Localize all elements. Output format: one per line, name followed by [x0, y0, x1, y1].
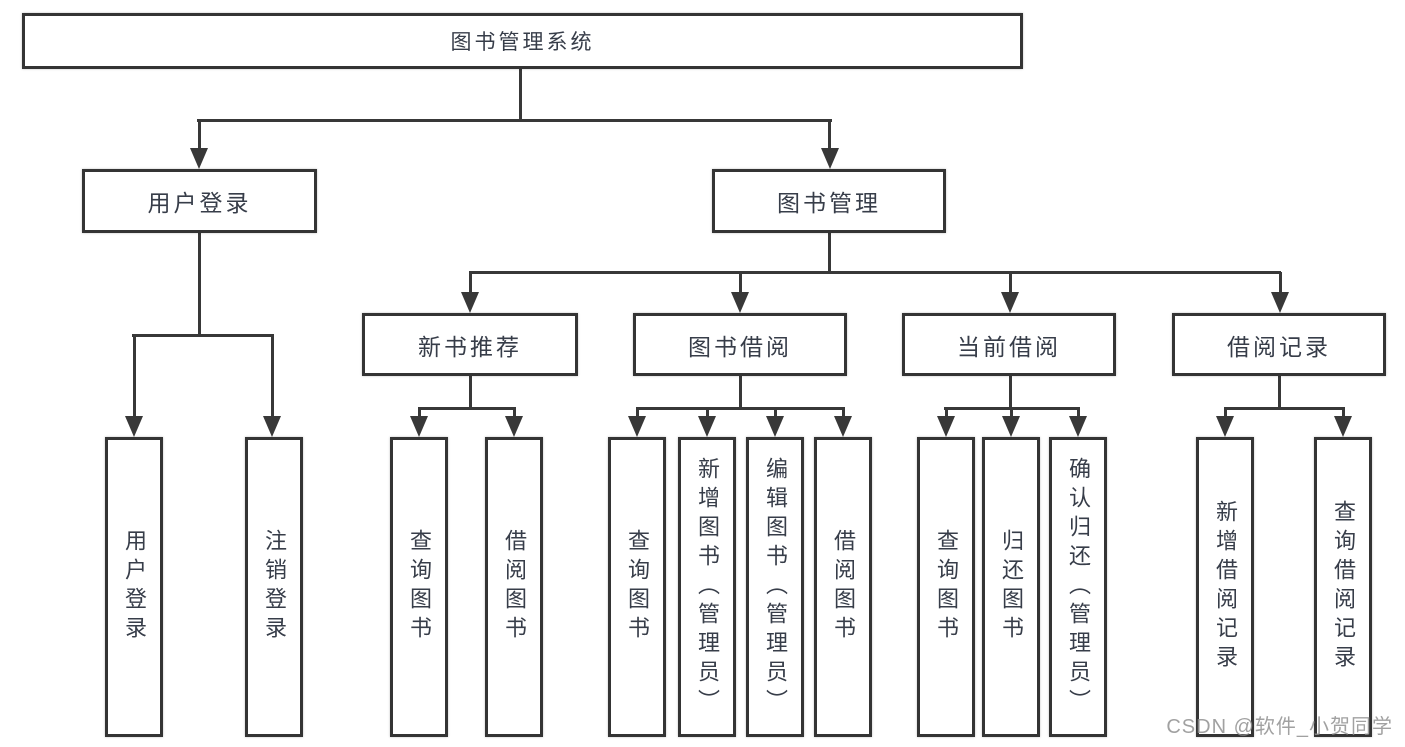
connector-line [828, 119, 831, 151]
arrow-down-icon [125, 416, 143, 437]
arrow-down-icon [190, 148, 208, 169]
watermark-text: CSDN @软件_小贺同学 [1166, 716, 1393, 738]
connector-line [469, 271, 1281, 274]
leaf-search-book-borrowing: 查询图书 [608, 437, 666, 737]
connector-line [132, 334, 274, 337]
leaf-search-book-current: 查询图书 [917, 437, 975, 737]
leaf-user-login: 用户登录 [105, 437, 163, 737]
connector-line [636, 407, 639, 418]
node-current-borrowing: 当前借阅 [902, 313, 1116, 376]
connector-line [706, 407, 709, 418]
arrow-down-icon [1334, 416, 1352, 437]
connector-line [842, 407, 845, 418]
node-borrowing-records: 借阅记录 [1172, 313, 1386, 376]
connector-line [636, 407, 845, 410]
connector-line [828, 233, 831, 273]
node-user-login: 用户登录 [82, 169, 317, 233]
leaf-logout: 注销登录 [245, 437, 303, 737]
connector-line [945, 407, 948, 418]
connector-line [519, 69, 522, 121]
leaf-search-borrow-record: 查询借阅记录 [1314, 437, 1372, 737]
connector-line [469, 376, 472, 409]
leaf-confirm-return-admin: 确认归还（管理员） [1049, 437, 1107, 737]
connector-line [513, 407, 516, 418]
connector-line [1009, 272, 1012, 294]
leaf-borrow-book: 借阅图书 [814, 437, 872, 737]
node-new-book-recommend: 新书推荐 [362, 313, 578, 376]
connector-line [1224, 407, 1344, 410]
arrow-down-icon [628, 416, 646, 437]
arrow-down-icon [834, 416, 852, 437]
connector-line [197, 119, 832, 122]
arrow-down-icon [698, 416, 716, 437]
arrow-down-icon [1069, 416, 1087, 437]
connector-line [774, 407, 777, 418]
connector-line [1009, 376, 1012, 409]
connector-line [418, 407, 421, 418]
connector-line [1279, 272, 1282, 294]
arrow-down-icon [766, 416, 784, 437]
arrow-down-icon [461, 292, 479, 313]
connector-line [1224, 407, 1227, 418]
connector-line [1010, 407, 1013, 418]
arrow-down-icon [410, 416, 428, 437]
node-book-borrowing: 图书借阅 [633, 313, 847, 376]
leaf-edit-book-admin: 编辑图书（管理员） [746, 437, 804, 737]
connector-line [133, 334, 136, 418]
arrow-down-icon [731, 292, 749, 313]
connector-line [469, 272, 472, 294]
arrow-down-icon [505, 416, 523, 437]
connector-line [739, 272, 742, 294]
connector-line [1077, 407, 1080, 418]
arrow-down-icon [1216, 416, 1234, 437]
connector-line [271, 334, 274, 418]
connector-line [198, 233, 201, 336]
node-library-management-system: 图书管理系统 [22, 13, 1023, 69]
connector-line [1278, 376, 1281, 409]
leaf-add-book-admin: 新增图书（管理员） [678, 437, 736, 737]
leaf-borrow-book-recommend: 借阅图书 [485, 437, 543, 737]
arrow-down-icon [821, 148, 839, 169]
connector-line [198, 119, 201, 151]
connector-line [1342, 407, 1345, 418]
leaf-add-borrow-record: 新增借阅记录 [1196, 437, 1254, 737]
leaf-return-book: 归还图书 [982, 437, 1040, 737]
leaf-search-book-recommend: 查询图书 [390, 437, 448, 737]
arrow-down-icon [937, 416, 955, 437]
node-book-management: 图书管理 [712, 169, 946, 233]
connector-line [739, 376, 742, 409]
arrow-down-icon [1271, 292, 1289, 313]
arrow-down-icon [263, 416, 281, 437]
arrow-down-icon [1002, 416, 1020, 437]
connector-line [418, 407, 516, 410]
arrow-down-icon [1001, 292, 1019, 313]
